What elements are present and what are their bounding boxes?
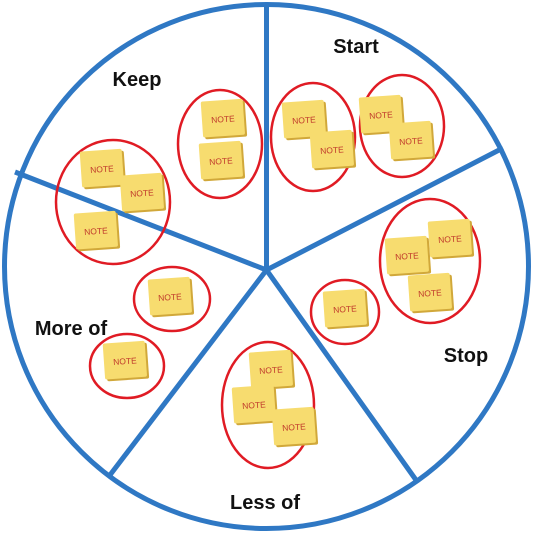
sticky-note: NOTE (147, 276, 195, 318)
group-ring-stop-2 (309, 278, 381, 346)
note-label: NOTE (130, 187, 155, 199)
note-label: NOTE (90, 163, 115, 175)
group-ring-moreof-2 (88, 332, 166, 400)
sticky-note: NOTE (198, 140, 246, 182)
segment-label-stop: Stop (444, 345, 488, 367)
note-label: NOTE (395, 250, 420, 262)
sticky-note: NOTE (231, 384, 279, 426)
note-label: NOTE (438, 233, 463, 245)
segment-label-less-of: Less of (230, 492, 300, 514)
sticky-note: NOTE (388, 120, 436, 162)
sticky-note: NOTE (427, 218, 475, 260)
note-label: NOTE (113, 355, 138, 367)
sticky-note: NOTE (407, 272, 455, 314)
segment-label-start: Start (333, 36, 379, 58)
sticky-note: NOTE (309, 129, 357, 171)
sticky-note: NOTE (102, 340, 150, 382)
group-ring-start-2 (358, 73, 446, 179)
note-label: NOTE (418, 287, 443, 299)
note-label: NOTE (259, 364, 284, 376)
note-label: NOTE (209, 155, 234, 167)
divider-lessof-moreof (108, 268, 269, 477)
note-label: NOTE (333, 303, 358, 315)
note-label: NOTE (320, 144, 345, 156)
group-ring-lessof (220, 340, 316, 470)
divider-start-stop (265, 145, 505, 273)
note-label: NOTE (84, 225, 109, 237)
segment-label-keep: Keep (113, 69, 162, 91)
sticky-note: NOTE (281, 99, 329, 141)
note-label: NOTE (242, 399, 267, 411)
sticky-note: NOTE (271, 406, 319, 448)
group-ring-keep-1 (176, 88, 264, 200)
group-ring-moreof-1 (132, 265, 212, 333)
note-label: NOTE (292, 114, 317, 126)
sticky-note: NOTE (73, 210, 121, 252)
note-label: NOTE (399, 135, 424, 147)
sticky-note: NOTE (79, 148, 127, 190)
sticky-note: NOTE (119, 172, 167, 214)
group-ring-start-1 (269, 81, 357, 193)
divider-stop-lessof (264, 268, 419, 482)
sticky-note: NOTE (384, 235, 432, 277)
group-ring-keep-2 (54, 138, 172, 266)
segment-label-more-of: More of (35, 318, 108, 340)
sticky-note: NOTE (200, 98, 248, 140)
note-label: NOTE (158, 291, 183, 303)
sticky-note: NOTE (322, 288, 370, 330)
note-label: NOTE (211, 113, 236, 125)
sticky-note: NOTE (248, 349, 296, 391)
note-label: NOTE (369, 109, 394, 121)
group-ring-stop-1 (378, 197, 482, 325)
note-label: NOTE (282, 421, 307, 433)
